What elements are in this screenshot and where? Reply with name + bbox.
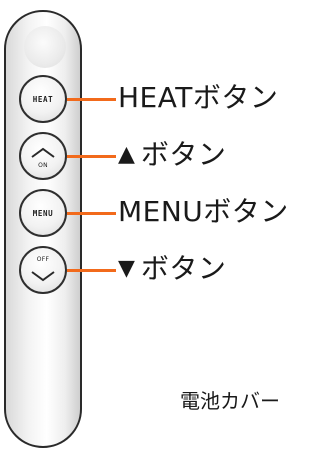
menu-button[interactable]: MENU bbox=[19, 189, 67, 237]
down-off-button[interactable]: OFF bbox=[19, 246, 67, 294]
chevron-up-icon bbox=[31, 147, 55, 158]
chevron-down-icon bbox=[31, 271, 55, 282]
down-leader-line bbox=[67, 269, 116, 272]
remote-top-indicator bbox=[24, 26, 66, 68]
up-leader-line bbox=[67, 155, 116, 158]
heat-button-label: HEAT bbox=[32, 94, 54, 104]
heat-callout: HEATボタン bbox=[118, 84, 278, 112]
battery-cover-label: 電池カバー bbox=[180, 389, 280, 413]
down-callout: ▼ ボタン bbox=[118, 255, 226, 283]
up-triangle-icon: ▲ bbox=[118, 142, 135, 167]
menu-callout: MENUボタン bbox=[118, 198, 289, 226]
off-label: OFF bbox=[36, 256, 50, 263]
heat-button[interactable]: HEAT bbox=[19, 75, 67, 123]
menu-leader-line bbox=[67, 212, 116, 215]
down-callout-label: ボタン bbox=[140, 252, 227, 285]
menu-button-label: MENU bbox=[32, 208, 54, 218]
heat-callout-label: HEATボタン bbox=[118, 81, 279, 114]
up-callout-label: ボタン bbox=[140, 138, 227, 171]
down-triangle-icon: ▼ bbox=[118, 256, 135, 281]
menu-callout-label: MENUボタン bbox=[118, 195, 289, 228]
on-label: ON bbox=[38, 162, 48, 169]
heat-leader-line bbox=[67, 98, 116, 101]
up-on-button[interactable]: ON bbox=[19, 132, 67, 180]
up-callout: ▲ ボタン bbox=[118, 141, 226, 169]
